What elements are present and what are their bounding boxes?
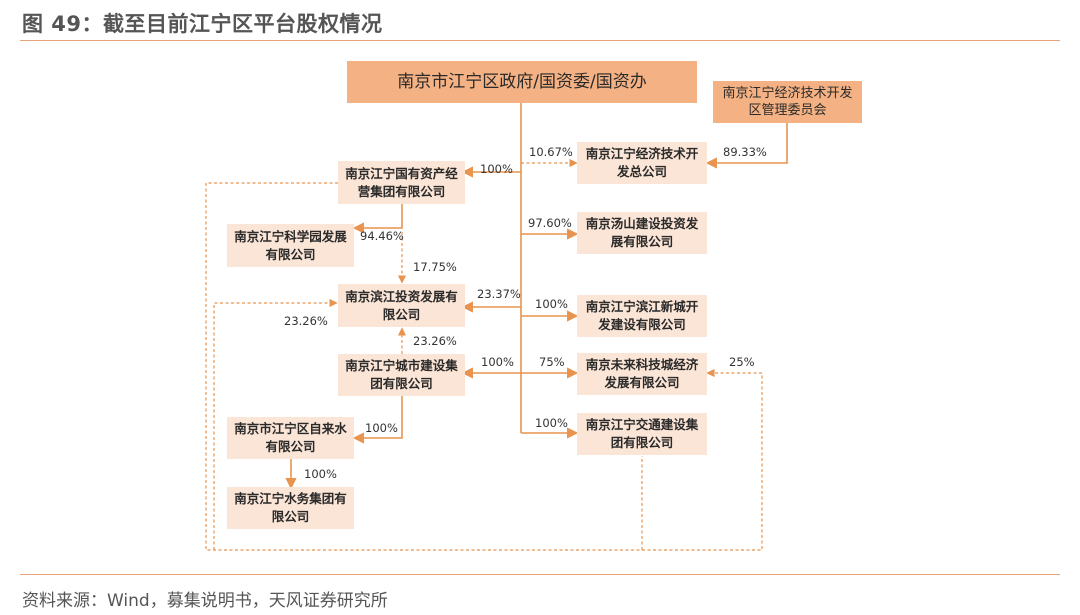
urban-to-water-supply-arrow: [352, 396, 403, 444]
urban-construction-box: 南京江宁城市建设集团有限公司: [338, 354, 465, 396]
pct-gov-to-state-assets: 100%: [480, 162, 513, 176]
pct-econ-dev-to-binjiang: 23.26%: [284, 314, 328, 328]
pct-gov-to-binjiang: 23.37%: [477, 287, 521, 301]
binjiang-newtown-box: 南京江宁滨江新城开发建设有限公司: [577, 295, 707, 337]
pct-gov-to-tangshan: 97.60%: [528, 216, 572, 230]
binjiang-invest-box: 南京滨江投资发展有限公司: [338, 284, 465, 327]
pct-committee-to-econ-dev: 89.33%: [723, 145, 767, 159]
pct-transport-to-future-tech: 25%: [729, 355, 755, 369]
transport-box: 南京江宁交通建设集团有限公司: [577, 413, 707, 455]
water-supply-box: 南京市江宁区自来水有限公司: [227, 417, 354, 459]
bottom-rule: [20, 574, 1060, 575]
pct-gov-to-future-tech: 75%: [539, 355, 565, 369]
committee-to-econ-dev-arrow: [705, 123, 788, 169]
tangshan-box: 南京汤山建设投资发展有限公司: [577, 212, 707, 254]
econ-dev-corp-box: 南京江宁经济技术开发总公司: [577, 142, 707, 184]
pct-gov-to-urban: 100%: [481, 355, 514, 369]
top-rule: [20, 40, 1060, 41]
pct-gov-to-newtown: 100%: [535, 297, 568, 311]
pct-gov-to-econ-dev: 10.67%: [529, 145, 573, 159]
transport-to-future-tech-dashed: [642, 368, 763, 551]
water-group-box: 南京江宁水务集团有限公司: [227, 487, 354, 529]
state-assets-to-science-park-arrow: [352, 204, 403, 234]
pct-state-assets-to-science-park: 94.46%: [360, 229, 404, 243]
source-note: 资料来源：Wind，募集说明书，天风证券研究所: [22, 591, 388, 611]
pct-water-supply-to-group: 100%: [304, 467, 337, 481]
pct-urban-to-binjiang: 23.26%: [413, 334, 457, 348]
future-tech-box: 南京未来科技城经济发展有限公司: [577, 353, 707, 395]
devzone-committee-box: 南京江宁经济技术开发区管理委员会: [713, 81, 862, 123]
pct-urban-to-water-supply: 100%: [365, 421, 398, 435]
gov-box: 南京市江宁区政府/国资委/国资办: [347, 61, 697, 103]
econ-dev-loop-dashed: [205, 182, 643, 551]
figure-title: 图 49：截至目前江宁区平台股权情况: [22, 12, 383, 36]
science-park-box: 南京江宁科学园发展有限公司: [227, 224, 354, 267]
pct-state-assets-to-binjiang: 17.75%: [413, 260, 457, 274]
state-assets-group-box: 南京江宁国有资产经营集团有限公司: [338, 161, 465, 204]
pct-gov-to-transport: 100%: [535, 416, 568, 430]
